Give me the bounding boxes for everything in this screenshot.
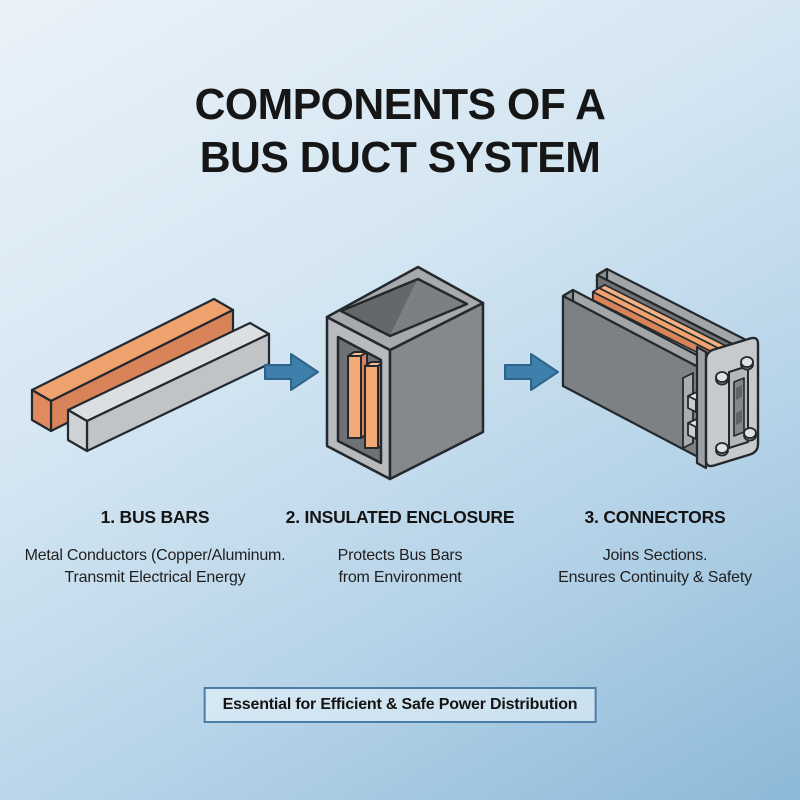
component-3-description: Joins Sections. Ensures Continuity & Saf… [512,545,798,589]
page-title-line-2: BUS DUCT SYSTEM [199,133,601,182]
component-2-heading: 2. INSULATED ENCLOSURE [285,507,515,527]
component-1-description-line-2: Transmit Electrical Energy [64,569,246,586]
insulated-enclosure-illustration [325,265,485,481]
page-title: COMPONENTS OF A BUS DUCT SYSTEM [12,78,788,184]
page-title-line-1: COMPONENTS OF A [194,80,606,129]
component-3-description-line-2: Ensures Continuity & Safety [558,569,752,586]
footer-banner-text: Essential for Efficient & Safe Power Dis… [222,696,578,713]
component-1-description-line-1: Metal Conductors (Copper/Aluminum. [24,547,286,564]
component-2-description-line-1: Protects Bus Bars [337,547,463,564]
right-arrow-icon [264,353,319,391]
connectors-illustration [561,267,760,470]
component-2-description-line-2: from Environment [338,569,462,586]
right-arrow-icon [504,353,559,391]
component-1-description: Metal Conductors (Copper/Aluminum. Trans… [10,545,300,589]
footer-banner: Essential for Efficient & Safe Power Dis… [203,687,597,723]
bus-bars-illustration [30,297,271,453]
component-2-description: Protects Bus Bars from Environment [270,545,530,589]
component-3-description-line-1: Joins Sections. [602,547,708,564]
component-1-heading: 1. BUS BARS [100,507,210,527]
component-3-heading: 3. CONNECTORS [584,507,726,527]
